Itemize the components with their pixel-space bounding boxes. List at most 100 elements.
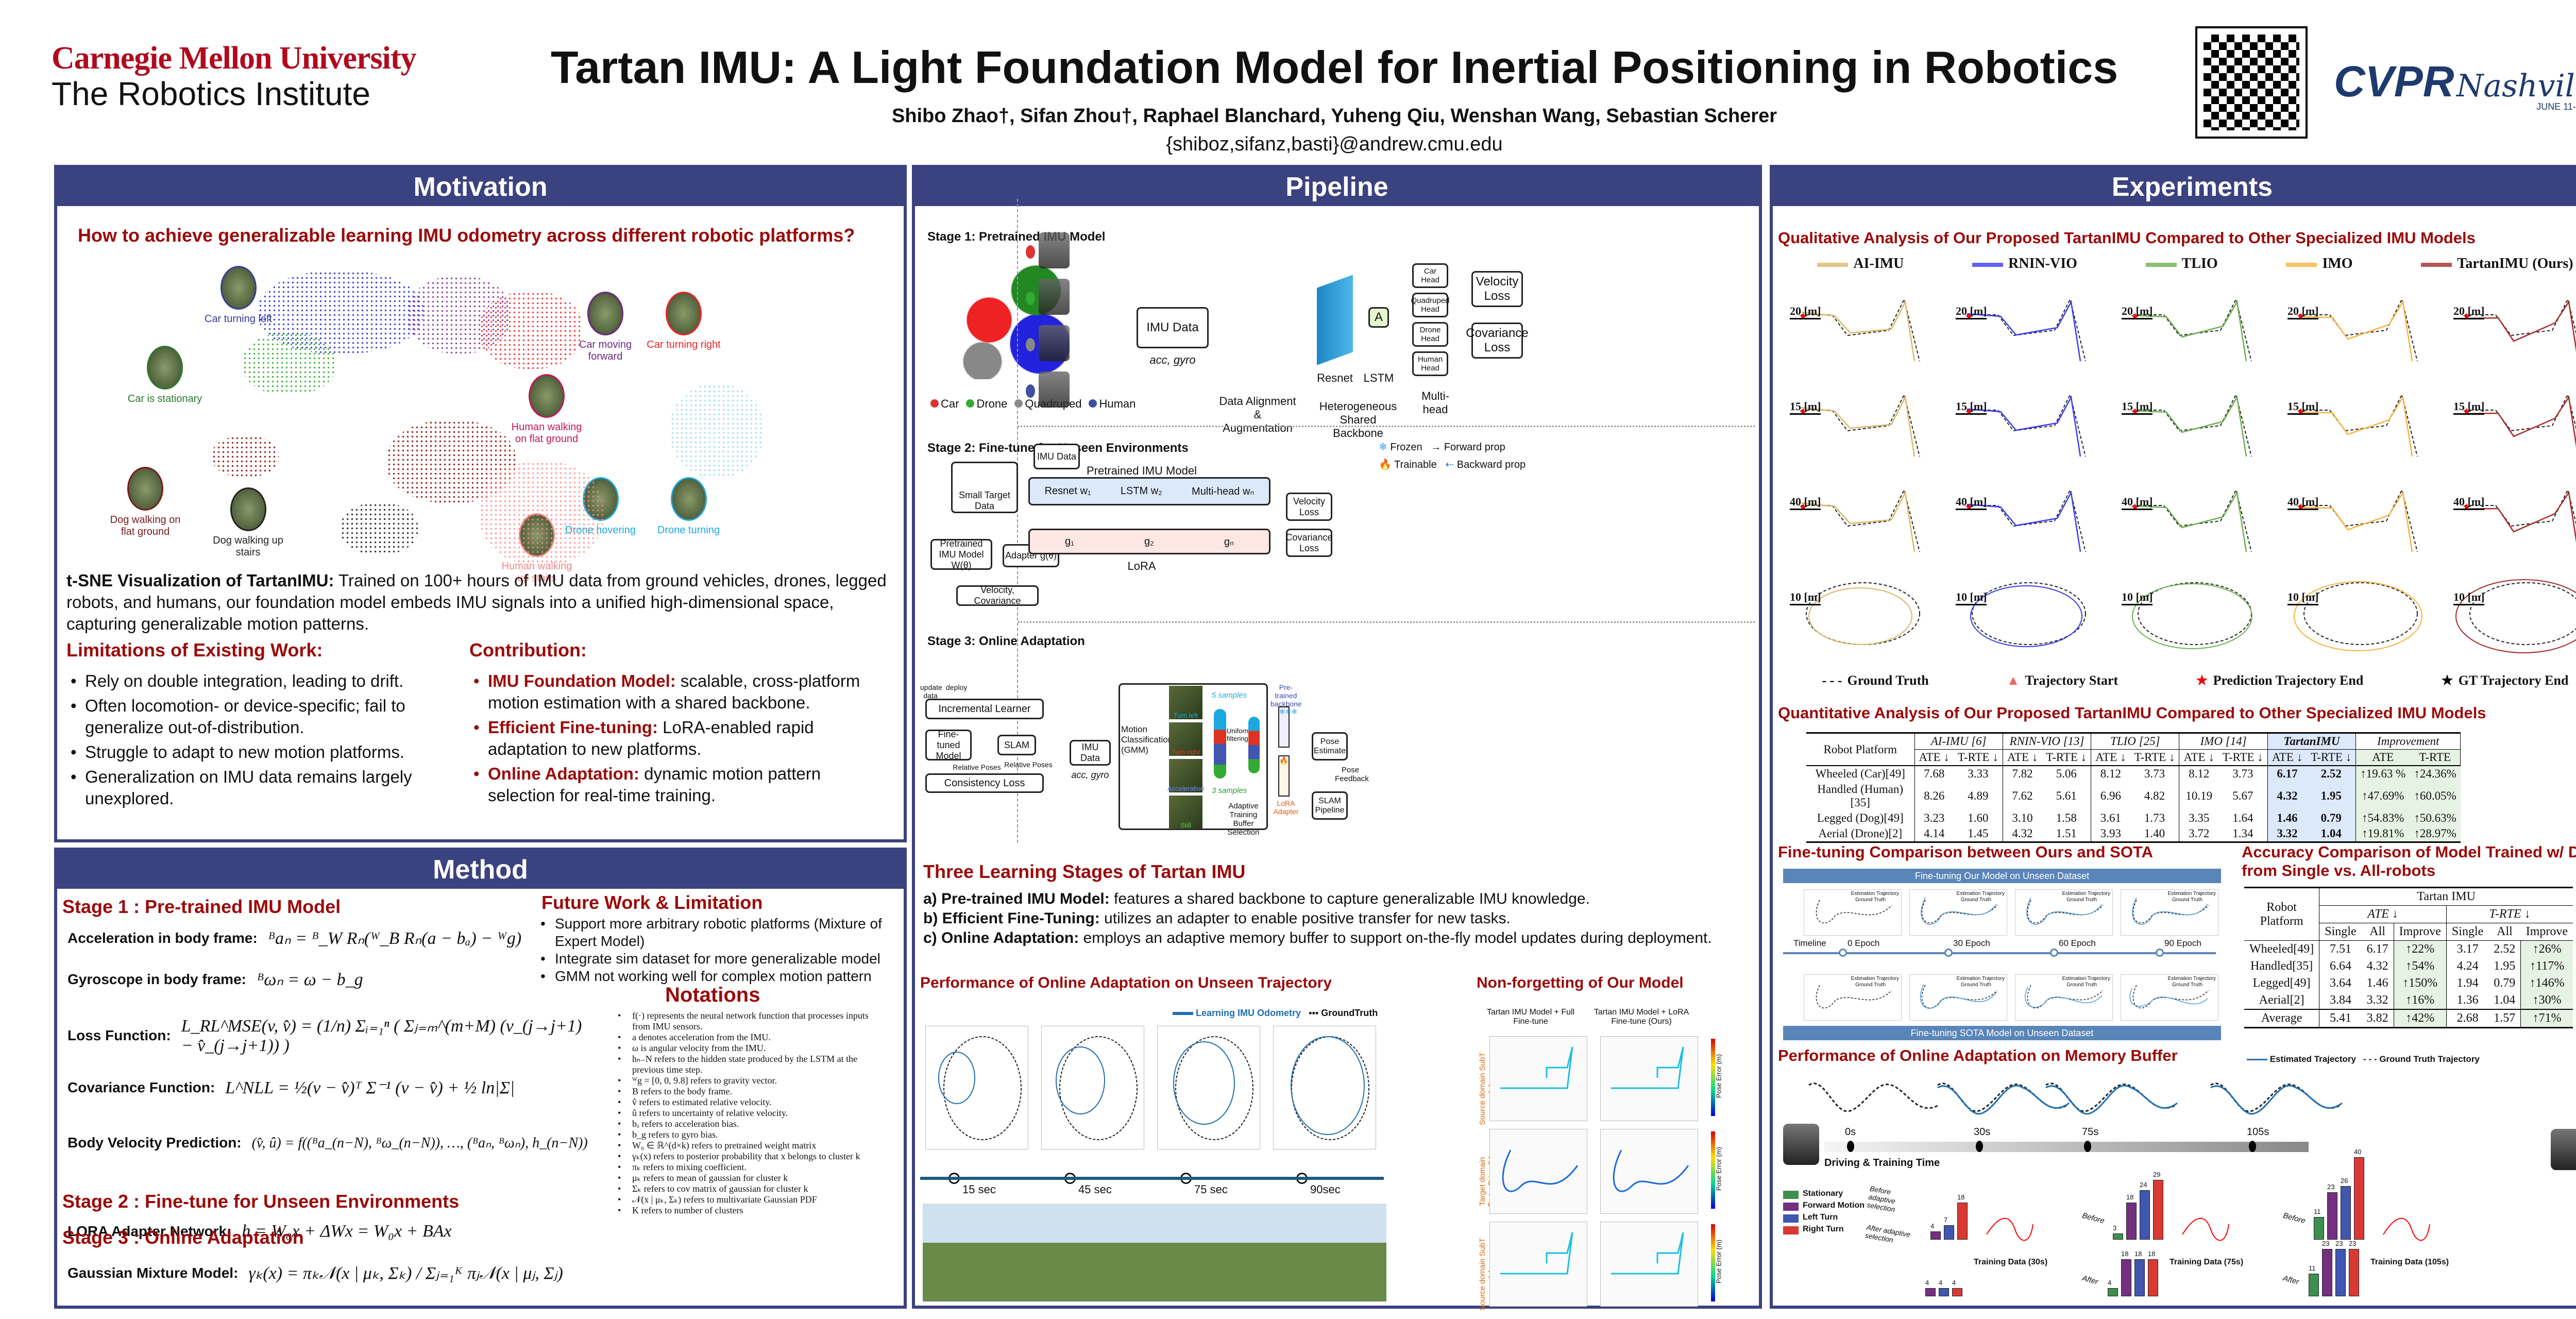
- timeline-dot-icon: [2084, 1141, 2091, 1152]
- acc-gyro-label: acc, gyro: [1149, 353, 1196, 366]
- motion-classification: Motion Classification (GMM): [1121, 724, 1173, 755]
- ft-bottom-banner: Fine-tuning SOTA Model on Unseen Dataset: [1783, 1026, 2221, 1040]
- future-list: Support more arbitrary robotic platforms…: [536, 915, 897, 985]
- notation-item: v̂ refers to estimated relative velocity…: [614, 1097, 882, 1108]
- panel-title: Motivation: [57, 168, 904, 206]
- stage2-title: Stage 2 : Fine-tune for Unseen Environme…: [62, 1191, 460, 1212]
- stages-list: a) Pre-trained IMU Model: features a sha…: [923, 889, 1748, 948]
- table-cell: Legged (Dog)[49]: [1806, 810, 1915, 826]
- robot-photo: [230, 487, 266, 531]
- dot-icon: [930, 399, 939, 408]
- nf-column-label: Tartan IMU Model + Full Fine-tune: [1486, 1008, 1575, 1026]
- cvpr-logo: CVPR Nashville JUNE 11-15, 2025: [2334, 57, 2576, 124]
- robot-image: [1039, 232, 1070, 268]
- g1: g₁: [1065, 535, 1074, 547]
- notation-item: 𝒩(x | μₖ, Σₖ) refers to multivariate Gau…: [614, 1194, 882, 1205]
- epoch-marker-icon: [2050, 949, 2058, 957]
- equation-label: LORA Adapter Network:: [67, 1223, 232, 1239]
- time-arrow: [1824, 1142, 2309, 1152]
- notation-item: B refers to the body frame.: [614, 1086, 882, 1097]
- buffer-bar: [2153, 1180, 2163, 1240]
- table-cell: Average: [2244, 1009, 2320, 1028]
- trajectory-plot: 10 [m]: [2117, 570, 2272, 657]
- buffer-bar: [2134, 1259, 2145, 1296]
- table-cell: 4.82: [2130, 782, 2180, 810]
- motion-label: Acceleration: [1167, 785, 1205, 792]
- table-cell: 10.19: [2185, 789, 2213, 802]
- header-cell: T-RTE: [2410, 749, 2461, 766]
- buffer-bar: [1957, 1203, 1968, 1240]
- table-cell: 4.14: [1924, 827, 1945, 840]
- header-cell: T-RTE ↓: [2218, 749, 2268, 766]
- notation-item: μₖ refers to mean of gaussian for cluste…: [614, 1173, 882, 1183]
- robot-photo: [220, 266, 257, 310]
- table-cell: 1.95: [2307, 782, 2357, 810]
- emails: {shiboz,sifanz,basti}@andrew.cmu.edu: [1166, 133, 1503, 155]
- lora-adapter-block: 🔥: [1278, 755, 1290, 797]
- robot-image: [1039, 279, 1070, 315]
- trajectory-plot: ★20 [m]: [2117, 284, 2272, 371]
- bar-value: 23: [2327, 1183, 2335, 1191]
- bar-value: 23: [2322, 1240, 2330, 1247]
- training-curve: [2180, 1214, 2231, 1245]
- group-label: Training Data (75s): [2170, 1258, 2244, 1266]
- notation-item: a denotes acceleration from the IMU.: [614, 1032, 882, 1043]
- three-stages-title: Three Learning Stages of Tartan IMU: [923, 861, 1246, 882]
- equation-row: Acceleration in body frame:ᴮaₙ = ᴮ_W Rₙ(…: [67, 928, 583, 949]
- scale-label: 10 [m]: [2122, 590, 2153, 605]
- contribution-text: scalable, cross-platform motion estimati…: [488, 671, 860, 712]
- trajectory-legend: - - -Ground Truth▲Trajectory Start★Predi…: [1783, 673, 2576, 688]
- svg-text:★: ★: [2130, 407, 2140, 418]
- limitation-item: Rely on double integration, leading to d…: [66, 670, 458, 692]
- robot-photo: [670, 477, 707, 521]
- stage-text: utilizes an adapter to enable positive t…: [1099, 910, 1511, 927]
- line-swatch-icon: [1972, 262, 2004, 267]
- nf-column-label: Tartan IMU Model + LoRA Fine-tune (Ours): [1594, 1008, 1689, 1026]
- trajectory-plot: ★40 [m]: [2283, 475, 2438, 562]
- table-cell: 5.06: [2042, 766, 2092, 782]
- deploy-label: deploy: [946, 683, 968, 691]
- table-cell: 4.32: [2361, 958, 2394, 975]
- ft-legend-est: Estimation Trajectory: [1956, 891, 2005, 897]
- limitation-item: Struggle to adapt to new motion platform…: [66, 741, 458, 763]
- table-cell: 1.64: [2218, 810, 2268, 826]
- epoch-label: 30 Epoch: [1953, 938, 1990, 948]
- scale-label: 40 [m]: [2122, 495, 2153, 510]
- head-box: Car Head: [1412, 263, 1448, 288]
- equation-label: Acceleration in body frame:: [67, 930, 258, 946]
- header-cell: ATE ↓: [2319, 905, 2447, 923]
- nf-plot: [1600, 1036, 1698, 1121]
- table-cell: ↑42%: [2394, 1009, 2447, 1028]
- future-item: GMM not working well for complex motion …: [536, 968, 897, 985]
- trajectory-plot: ★40 [m]: [1786, 475, 1940, 562]
- caption-text: Trained on 100+ hours of IMU data from g…: [66, 571, 887, 633]
- table-cell: 7.51: [2329, 942, 2351, 956]
- table-cell: Handled (Human)[35]: [1806, 782, 1915, 810]
- epoch-marker-icon: [2156, 949, 2164, 957]
- ft-legend-est: Estimation Trajectory: [2167, 976, 2216, 982]
- scale-label: 10 [m]: [1956, 590, 1987, 605]
- header-cell: T-RTE ↓: [2307, 749, 2357, 766]
- buffer-bar: [2314, 1217, 2324, 1240]
- header-cell: T-RTE ↓: [2446, 905, 2573, 923]
- time-label: 75s: [2082, 1126, 2099, 1138]
- table-cell: Legged[49]: [2244, 975, 2320, 992]
- qr-code[interactable]: [2195, 26, 2308, 139]
- pose-feedback: Pose Feedback: [1335, 766, 1369, 783]
- bar-value: 4: [1952, 1279, 1956, 1287]
- before-label: Before adaptive selection: [1866, 1184, 1896, 1214]
- legend-label: Car: [941, 397, 959, 410]
- buffer-bar: [2126, 1203, 2137, 1240]
- pretrained-label: Pretrained IMU Model: [1087, 464, 1197, 477]
- ft-top-banner: Fine-tuning Our Model on Unseen Dataset: [1783, 869, 2221, 883]
- scale-label: 20 [m]: [1790, 305, 1821, 319]
- head-box: Quadruped Head: [1411, 293, 1450, 317]
- bar-value: 18: [2126, 1193, 2134, 1201]
- method-legend-item: TartanIMU (Ours): [2421, 256, 2573, 272]
- method-legend-item: IMO: [2286, 256, 2353, 272]
- velocity-covariance-box: Velocity, Covariance: [956, 585, 1039, 606]
